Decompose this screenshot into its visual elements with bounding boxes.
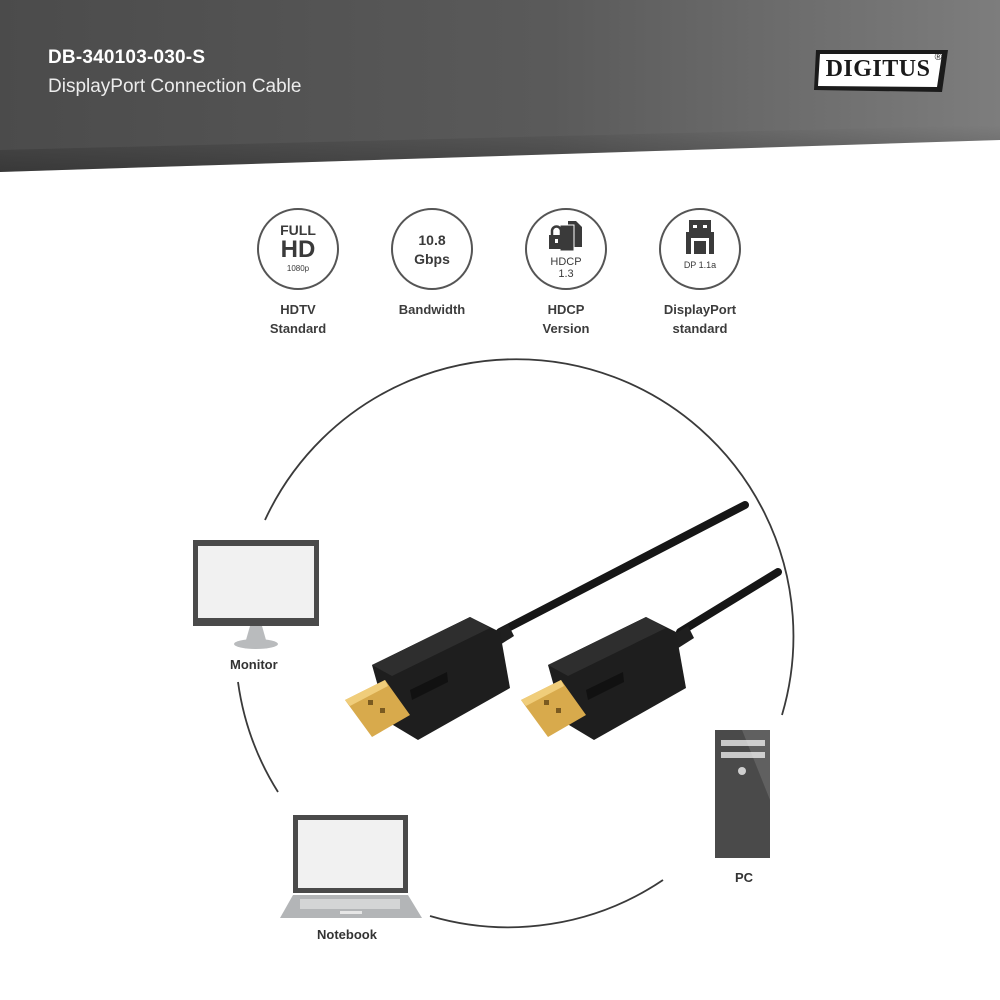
registered-mark: ® (934, 52, 942, 63)
label-line: HDTV (280, 302, 316, 317)
product-subtitle: DisplayPort Connection Cable (48, 76, 302, 97)
badge-line-hd: HD (280, 236, 316, 263)
feature-label: Bandwidth (372, 300, 492, 319)
digitus-logo: DIGITUS ® (814, 48, 950, 92)
feature-label: HDTV Standard (238, 300, 358, 338)
badge-line-1080p: 1080p (286, 264, 310, 273)
label-line: Bandwidth (398, 302, 466, 317)
feature-hdcp-version: HDCP 1.3 HDCP Version (506, 208, 626, 338)
feature-bandwidth: 10.8 Gbps Bandwidth (372, 208, 492, 319)
label-line: DisplayPort (663, 302, 737, 317)
monitor-label: Monitor (230, 657, 278, 672)
feature-displayport-standard: DP 1.1a DisplayPort standard (640, 208, 760, 338)
notebook-label: Notebook (317, 927, 377, 942)
label-line: Version (542, 321, 590, 336)
product-sku: DB-340103-030-S (48, 47, 206, 68)
badge-line-value: 10.8 (418, 232, 446, 248)
badge-line-version: 1.3 (558, 268, 574, 280)
notebook-icon (280, 815, 422, 918)
header-banner: DB-340103-030-S DisplayPort Connection C… (0, 0, 1000, 175)
feature-label: HDCP Version (506, 300, 626, 338)
hdcp-lock-icon: HDCP 1.3 (525, 208, 607, 290)
badge-line-full: FULL (280, 222, 316, 238)
feature-hdtv-standard: FULL HD 1080p HDTV Standard (238, 208, 358, 338)
feature-label: DisplayPort standard (640, 300, 760, 338)
displayport-connector-icon: DP 1.1a (659, 208, 741, 290)
label-line: Standard (269, 321, 327, 336)
label-line: HDCP (547, 302, 585, 317)
badge-line-unit: Gbps (414, 251, 450, 267)
monitor-icon (193, 540, 319, 649)
pc-tower-icon (715, 730, 770, 858)
full-hd-icon: FULL HD 1080p (257, 208, 339, 290)
pc-label: PC (735, 870, 754, 885)
bandwidth-icon: 10.8 Gbps (391, 208, 473, 290)
connector-glyph-icon (686, 220, 714, 254)
label-line: standard (672, 321, 728, 336)
badge-line-hdcp: HDCP (550, 256, 582, 268)
banner-background (0, 0, 1000, 172)
displayport-cable-connector-1 (345, 501, 749, 740)
displayport-cable-connector-2 (521, 568, 782, 740)
badge-line-dp-version: DP 1.1a (683, 260, 717, 270)
lock-documents-icon (549, 221, 582, 252)
brand-name: DIGITUS (825, 55, 931, 82)
connection-circle (237, 358, 795, 929)
